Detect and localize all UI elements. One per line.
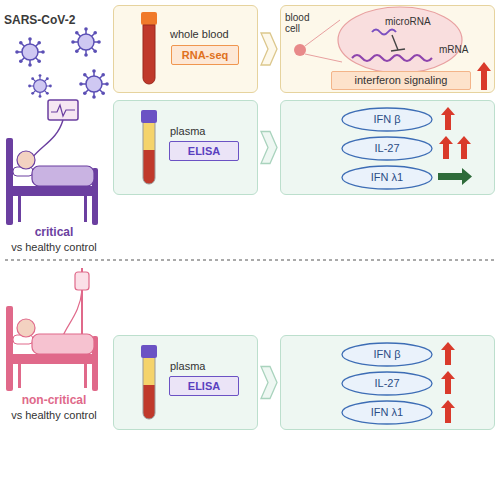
- noncritical-patient: [17, 319, 35, 337]
- critical-patient: [48, 100, 78, 120]
- ellipse-shape: [342, 401, 432, 424]
- node-label: interferon signaling: [332, 74, 470, 86]
- noncritical-patient: [62, 290, 82, 338]
- panel-text: plasma: [170, 125, 250, 137]
- cytokine-ellipse: IL-27: [341, 371, 433, 396]
- critical-patient: [51, 105, 75, 116]
- panel-text: whole blood: [170, 28, 254, 40]
- noncritical-patient: [6, 306, 13, 391]
- noncritical-patient: [92, 336, 98, 391]
- ellipse-shape: [342, 372, 432, 395]
- step-chevron: [261, 367, 277, 399]
- method-box: ELISA: [169, 141, 239, 161]
- ellipse-shape: [342, 137, 432, 160]
- node-label: ELISA: [170, 145, 238, 157]
- critical-patient: [18, 196, 21, 222]
- virus-group: [71, 27, 101, 57]
- virus-group: [28, 74, 52, 98]
- noncritical-patient: [81, 268, 83, 336]
- sample-panel: plasmaELISA: [113, 100, 258, 195]
- comparison-note: vs healthy control: [0, 241, 108, 253]
- panel-text: plasma: [170, 360, 250, 372]
- virus-group: [79, 69, 109, 99]
- noncritical-patient: [18, 364, 21, 388]
- panel-text: blood cell: [285, 12, 319, 34]
- cytokine-ellipse: IFN λ1: [341, 165, 433, 190]
- method-box: ELISA: [169, 376, 239, 396]
- cytokine-ellipse: IFN β: [341, 342, 433, 367]
- result-panel: blood cell microRNA mRNA interferon signali…: [280, 5, 495, 93]
- sample-panel: whole bloodRNA-seq: [113, 5, 258, 93]
- pathway-box: interferon signaling: [331, 71, 471, 90]
- critical-patient: [32, 166, 94, 186]
- group-name: critical: [0, 226, 108, 239]
- result-panel: IFN β IL-27IFN λ1: [280, 100, 495, 195]
- critical-patient: [6, 100, 98, 225]
- divider-line: [5, 260, 494, 261]
- group-name: non-critical: [0, 394, 108, 407]
- critical-patient: [84, 196, 87, 222]
- node-label: IFN λ1: [341, 171, 433, 183]
- result-panel: IFN β IL-27IFN λ1: [280, 335, 495, 430]
- critical-patient: [11, 186, 94, 196]
- node-label: IFN β: [341, 348, 433, 360]
- critical-patient: [32, 120, 63, 158]
- noncritical-patient: [75, 272, 89, 290]
- node-label: IFN λ1: [341, 406, 433, 418]
- node-label: ELISA: [170, 380, 238, 392]
- cytokine-ellipse: IL-27: [341, 136, 433, 161]
- noncritical-patient: [32, 334, 94, 354]
- node-label: IL-27: [341, 377, 433, 389]
- noncritical-patient: [11, 354, 94, 364]
- cytokine-ellipse: IFN β: [341, 107, 433, 132]
- panel-text: mRNA: [439, 44, 479, 55]
- step-chevron: [261, 33, 277, 65]
- node-label: IFN β: [341, 113, 433, 125]
- noncritical-patient: [84, 364, 87, 388]
- critical-patient: [17, 151, 35, 169]
- virus-group: [15, 27, 109, 99]
- noncritical-patient: [13, 335, 33, 344]
- ellipse-shape: [342, 108, 432, 131]
- sample-panel: plasmaELISA: [113, 335, 258, 430]
- step-chevron: [261, 132, 277, 164]
- critical-patient: [92, 168, 98, 225]
- node-label: RNA-seq: [172, 49, 238, 61]
- comparison-note: vs healthy control: [0, 409, 108, 421]
- node-label: IL-27: [341, 142, 433, 154]
- ellipse-shape: [342, 166, 432, 189]
- critical-patient: [13, 167, 33, 176]
- cytokine-ellipse: IFN λ1: [341, 400, 433, 425]
- noncritical-patient: [6, 268, 98, 391]
- ellipse-shape: [342, 343, 432, 366]
- critical-patient: [6, 138, 13, 225]
- method-box: RNA-seq: [171, 45, 239, 65]
- virus-name: SARS-CoV-2: [4, 14, 109, 27]
- panel-text: microRNA: [385, 16, 445, 27]
- virus-group: [15, 37, 45, 67]
